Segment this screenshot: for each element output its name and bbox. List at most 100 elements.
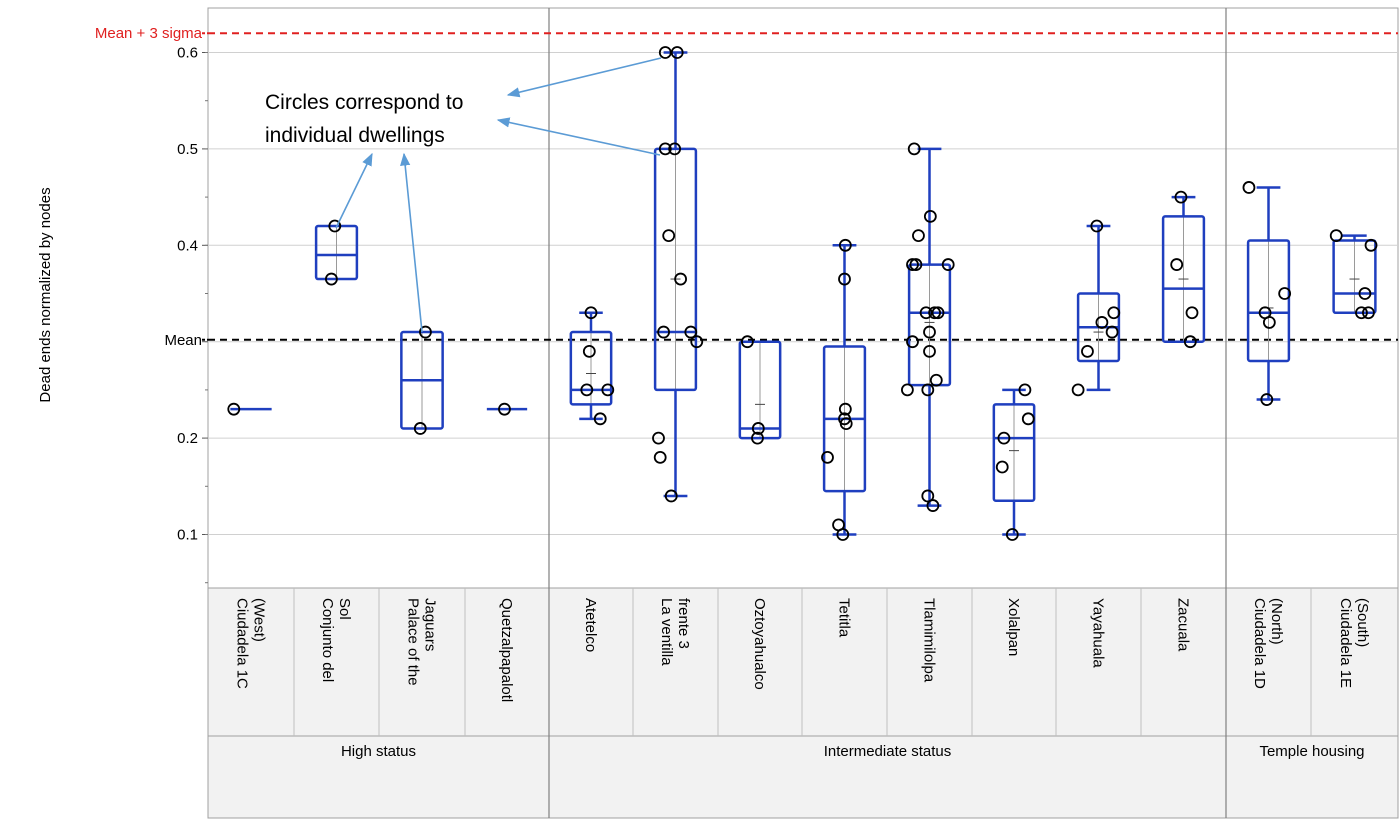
- dwelling-point: [1174, 190, 1188, 204]
- box-iqr: [738, 340, 782, 440]
- category-label-line: Oztoyahualco: [751, 598, 768, 690]
- category-label-line: Tlamimilolpa: [921, 598, 938, 683]
- dwelling-point: [901, 383, 914, 397]
- box-3: [400, 330, 444, 430]
- dwelling-point: [1081, 344, 1094, 358]
- y-tick-label: 0.2: [177, 430, 198, 447]
- dwelling-point: [1278, 287, 1292, 300]
- dwelling-point: [995, 460, 1009, 474]
- dwelling-point: [1355, 306, 1368, 320]
- category-label-line: Jaguars: [422, 598, 439, 651]
- category-label: Quetzalpapalotl: [498, 598, 515, 702]
- group-label: Intermediate status: [824, 743, 952, 760]
- category-label: Tetitla: [836, 598, 853, 638]
- dwelling-point: [413, 422, 427, 435]
- dwelling-point: [601, 383, 615, 397]
- dwelling-point: [1185, 306, 1199, 320]
- category-label-line: Ciudadela 1E: [1337, 598, 1354, 688]
- dwelling-point: [653, 450, 667, 464]
- y-tick-label: 0.5: [177, 141, 198, 158]
- annotation-arrow: [335, 152, 373, 229]
- category-label-line: (North): [1268, 598, 1285, 645]
- dwelling-point: [652, 431, 665, 445]
- y-tick-label: 0.1: [177, 527, 198, 544]
- category-label-line: Xolalpan: [1005, 598, 1022, 656]
- dwelling-point: [838, 238, 852, 252]
- dwelling-point: [1183, 335, 1197, 349]
- dwelling-point: [662, 229, 676, 243]
- dwelling-point: [839, 417, 853, 431]
- annotation-arrow: [496, 117, 661, 156]
- category-label: Ciudadela 1E(South): [1337, 598, 1371, 688]
- dwelling-point: [838, 272, 851, 286]
- category-label-line: Zacuala: [1175, 598, 1192, 652]
- dwelling-point: [328, 219, 342, 233]
- y-axis-ticks: 0.10.20.40.50.6: [177, 45, 208, 584]
- box-6: [653, 51, 698, 498]
- box-iqr: [1332, 239, 1377, 315]
- category-label-line: Quetzalpapalotl: [498, 598, 515, 702]
- label-panel: [207, 587, 1399, 819]
- dwelling-point: [1021, 412, 1035, 426]
- dwelling-points: [227, 46, 1378, 541]
- box-7: [738, 340, 782, 440]
- dwelling-point: [909, 258, 923, 271]
- dwelling-point: [906, 335, 919, 349]
- box-iqr: [1161, 215, 1206, 343]
- category-label-line: Atetelco: [582, 598, 599, 652]
- dwelling-point: [929, 373, 943, 387]
- dwelling-point: [928, 306, 941, 320]
- category-label-line: (West): [251, 598, 268, 642]
- dwelling-point: [921, 383, 935, 397]
- dwelling-point: [690, 335, 704, 349]
- category-label-line: La ventilla: [658, 598, 675, 666]
- category-label: Ciudadela 1C(West): [234, 598, 268, 689]
- reference-label: Mean + 3 sigma: [95, 25, 203, 42]
- annotation-arrow: [506, 57, 662, 98]
- dwelling-point: [1018, 383, 1032, 397]
- dwelling-point: [751, 431, 764, 445]
- dwelling-point: [1107, 306, 1121, 320]
- category-label: Ciudadela 1D(North): [1251, 598, 1285, 689]
- dwelling-point: [997, 431, 1011, 445]
- dwelling-point: [941, 258, 955, 271]
- box-5: [569, 311, 613, 421]
- category-label-line: Palace of the: [405, 598, 422, 686]
- dwelling-point: [584, 306, 598, 320]
- dwelling-point: [838, 402, 852, 416]
- box-11: [1076, 224, 1121, 392]
- box-iqr: [569, 330, 613, 406]
- dwelling-point: [912, 229, 925, 243]
- dwelling-point: [1262, 316, 1276, 329]
- box-iqr: [1246, 239, 1291, 363]
- dwelling-point: [657, 325, 670, 339]
- dwelling-point: [1090, 219, 1104, 233]
- dwelling-point: [658, 46, 672, 59]
- dwelling-point: [1105, 325, 1119, 339]
- dwelling-point: [227, 402, 241, 416]
- dwelling-point: [926, 499, 940, 512]
- box-iqr: [653, 147, 698, 392]
- y-tick-label: 0.6: [177, 45, 198, 62]
- category-label-line: Ciudadela 1D: [1251, 598, 1268, 689]
- dwelling-point: [1071, 383, 1085, 397]
- dwelling-point: [684, 325, 698, 339]
- dwelling-point: [1362, 306, 1375, 320]
- category-label: Oztoyahualco: [751, 598, 768, 690]
- dwelling-point: [907, 142, 921, 156]
- category-label-line: (South): [1354, 598, 1371, 647]
- dwelling-point: [582, 344, 596, 358]
- group-label: Temple housing: [1259, 743, 1364, 760]
- dwelling-point: [658, 142, 672, 156]
- box-14: [1332, 234, 1377, 315]
- category-label-line: Conjunto del: [319, 598, 336, 682]
- box-9: [907, 147, 952, 507]
- dwelling-point: [498, 402, 511, 416]
- annotation-arrow: [400, 152, 423, 333]
